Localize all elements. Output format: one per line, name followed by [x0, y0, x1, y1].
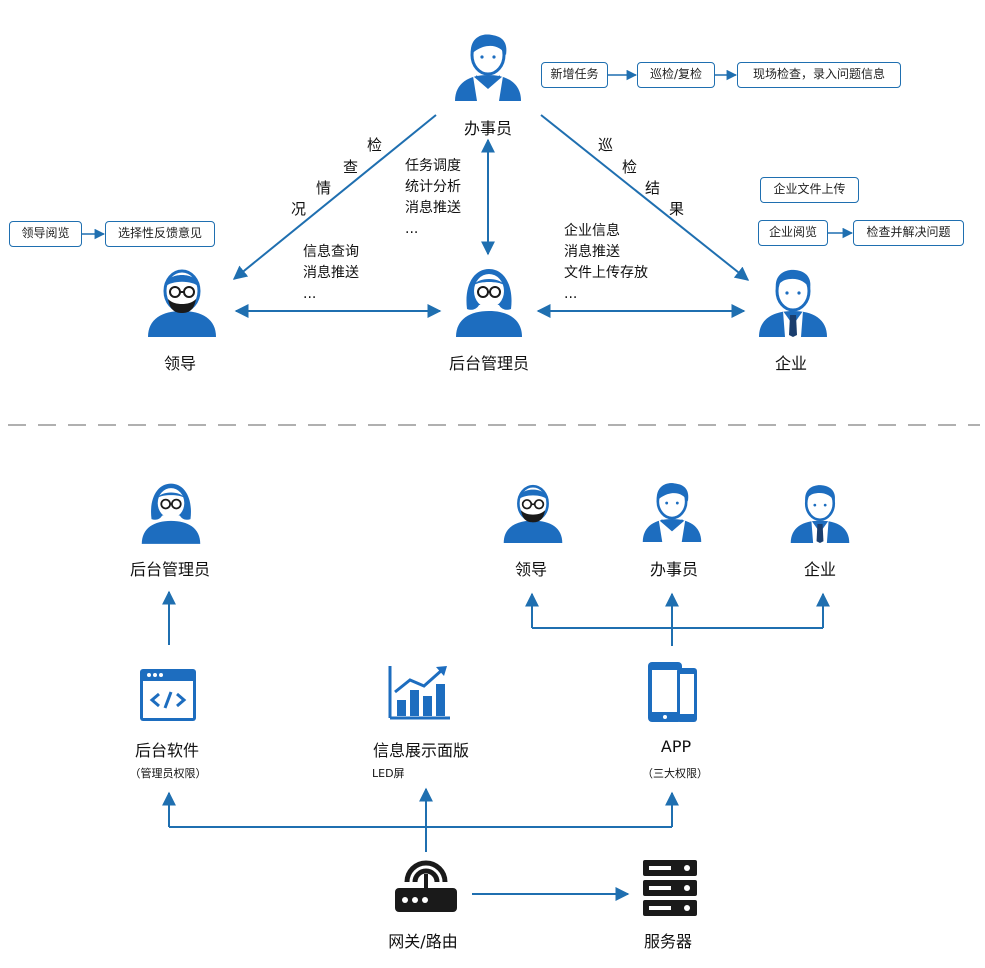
note-line: 消息推送: [564, 244, 620, 260]
note-line: 任务调度: [405, 158, 461, 174]
top-clerk-label: 办事员: [463, 119, 513, 138]
step-enterprise-read: 企业阅览: [758, 220, 828, 246]
step-enterprise-upload: 企业文件上传: [760, 177, 859, 203]
arrow-clerk-to-leader: [232, 114, 437, 280]
top-admin-label: 后台管理员: [448, 354, 530, 373]
enterprise-admin-notes: 企业信息 消息推送 文件上传存放 ...: [564, 221, 648, 305]
clerk-admin-notes: 任务调度 统计分析 消息推送 ...: [405, 156, 461, 240]
note-line: ...: [405, 221, 419, 237]
leader-admin-notes: 信息查询 消息推送 ...: [303, 242, 359, 305]
edge-check-char-3: 情: [316, 179, 332, 197]
clerk-avatar-icon: [642, 483, 702, 542]
app-permission-label: （三大权限）: [642, 767, 708, 780]
note-line: 文件上传存放: [564, 265, 648, 281]
leader-avatar-icon: [148, 269, 216, 337]
gateway-label: 网关/路由: [388, 932, 458, 951]
arrow-clerk-to-enterprise: [540, 114, 750, 281]
enterprise-avatar-icon: [790, 485, 850, 543]
step-inspection: 巡检/复检: [637, 62, 715, 88]
bottom-clerk-label: 办事员: [649, 560, 699, 579]
edge-result-char-4: 果: [669, 200, 685, 218]
note-line: 消息推送: [303, 265, 359, 281]
note-line: 企业信息: [564, 223, 620, 239]
top-leader-label: 领导: [163, 354, 197, 373]
bottom-leader-label: 领导: [514, 560, 548, 579]
mobile-phones-icon: [648, 662, 697, 722]
edge-result-char-3: 结: [645, 179, 661, 197]
admin-avatar-icon: [141, 483, 201, 544]
bottom-admin-label: 后台管理员: [129, 560, 211, 579]
step-leader-feedback: 选择性反馈意见: [105, 221, 215, 247]
clerk-avatar-icon: [455, 34, 521, 101]
display-sub-label: LED屏: [372, 767, 405, 780]
step-leader-read: 领导阅览: [9, 221, 82, 247]
bottom-enterprise-label: 企业: [803, 560, 837, 579]
app-label: APP: [660, 737, 692, 756]
note-line: 信息查询: [303, 244, 359, 260]
admin-avatar-icon: [456, 269, 522, 337]
step-onsite-check: 现场检查，录入问题信息: [737, 62, 901, 88]
edge-check-char-4: 况: [291, 200, 307, 218]
note-line: ...: [564, 286, 578, 302]
step-enterprise-resolve: 检查并解决问题: [853, 220, 964, 246]
edge-check-char-1: 检: [367, 136, 383, 154]
leader-avatar-icon: [503, 484, 563, 543]
enterprise-avatar-icon: [759, 269, 827, 337]
note-line: ...: [303, 286, 317, 302]
router-icon: [395, 860, 457, 912]
edge-result-char-2: 检: [622, 158, 638, 176]
code-window-icon: [140, 669, 196, 721]
note-line: 消息推送: [405, 200, 461, 216]
step-new-task: 新增任务: [541, 62, 608, 88]
display-board-label: 信息展示面版: [372, 741, 470, 760]
note-line: 统计分析: [405, 179, 461, 195]
backend-permission-label: （管理员权限）: [129, 767, 207, 780]
top-enterprise-label: 企业: [774, 354, 808, 373]
bar-chart-icon: [388, 666, 450, 720]
server-label: 服务器: [643, 932, 693, 951]
backend-software-label: 后台软件: [134, 741, 200, 760]
edge-result-char-1: 巡: [598, 136, 614, 154]
edge-check-char-2: 查: [343, 158, 359, 176]
server-icon: [643, 860, 697, 916]
